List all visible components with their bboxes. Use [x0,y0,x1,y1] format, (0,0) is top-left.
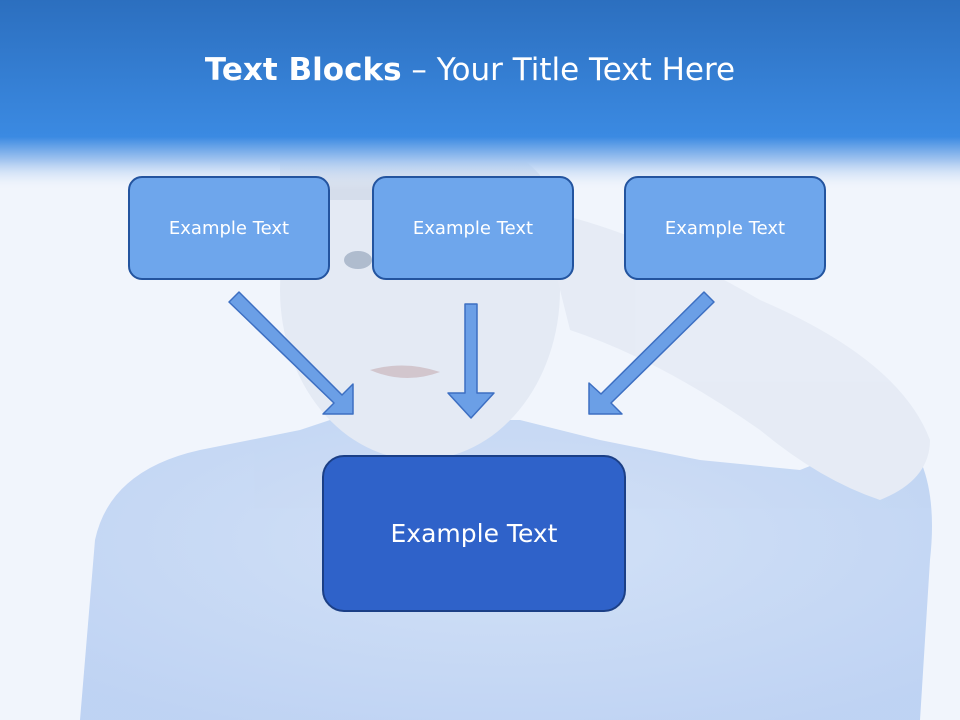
slide-title: Text Blocks – Your Title Text Here [0,52,940,88]
text-block-left[interactable]: Example Text [128,176,330,280]
text-block-right-label: Example Text [664,217,786,239]
arrow-right [588,291,715,415]
text-block-center-label: Example Text [390,519,558,548]
title-separator: – [401,52,437,88]
title-rest: Your Title Text Here [436,52,736,88]
title-bold: Text Blocks [204,52,402,88]
header-band [0,0,960,190]
text-block-center[interactable]: Example Text [322,455,626,612]
arrow-middle [447,303,495,419]
text-block-left-label: Example Text [168,217,290,239]
arrow-left [228,291,354,415]
text-block-middle-label: Example Text [412,217,534,239]
text-block-middle[interactable]: Example Text [372,176,574,280]
text-block-right[interactable]: Example Text [624,176,826,280]
